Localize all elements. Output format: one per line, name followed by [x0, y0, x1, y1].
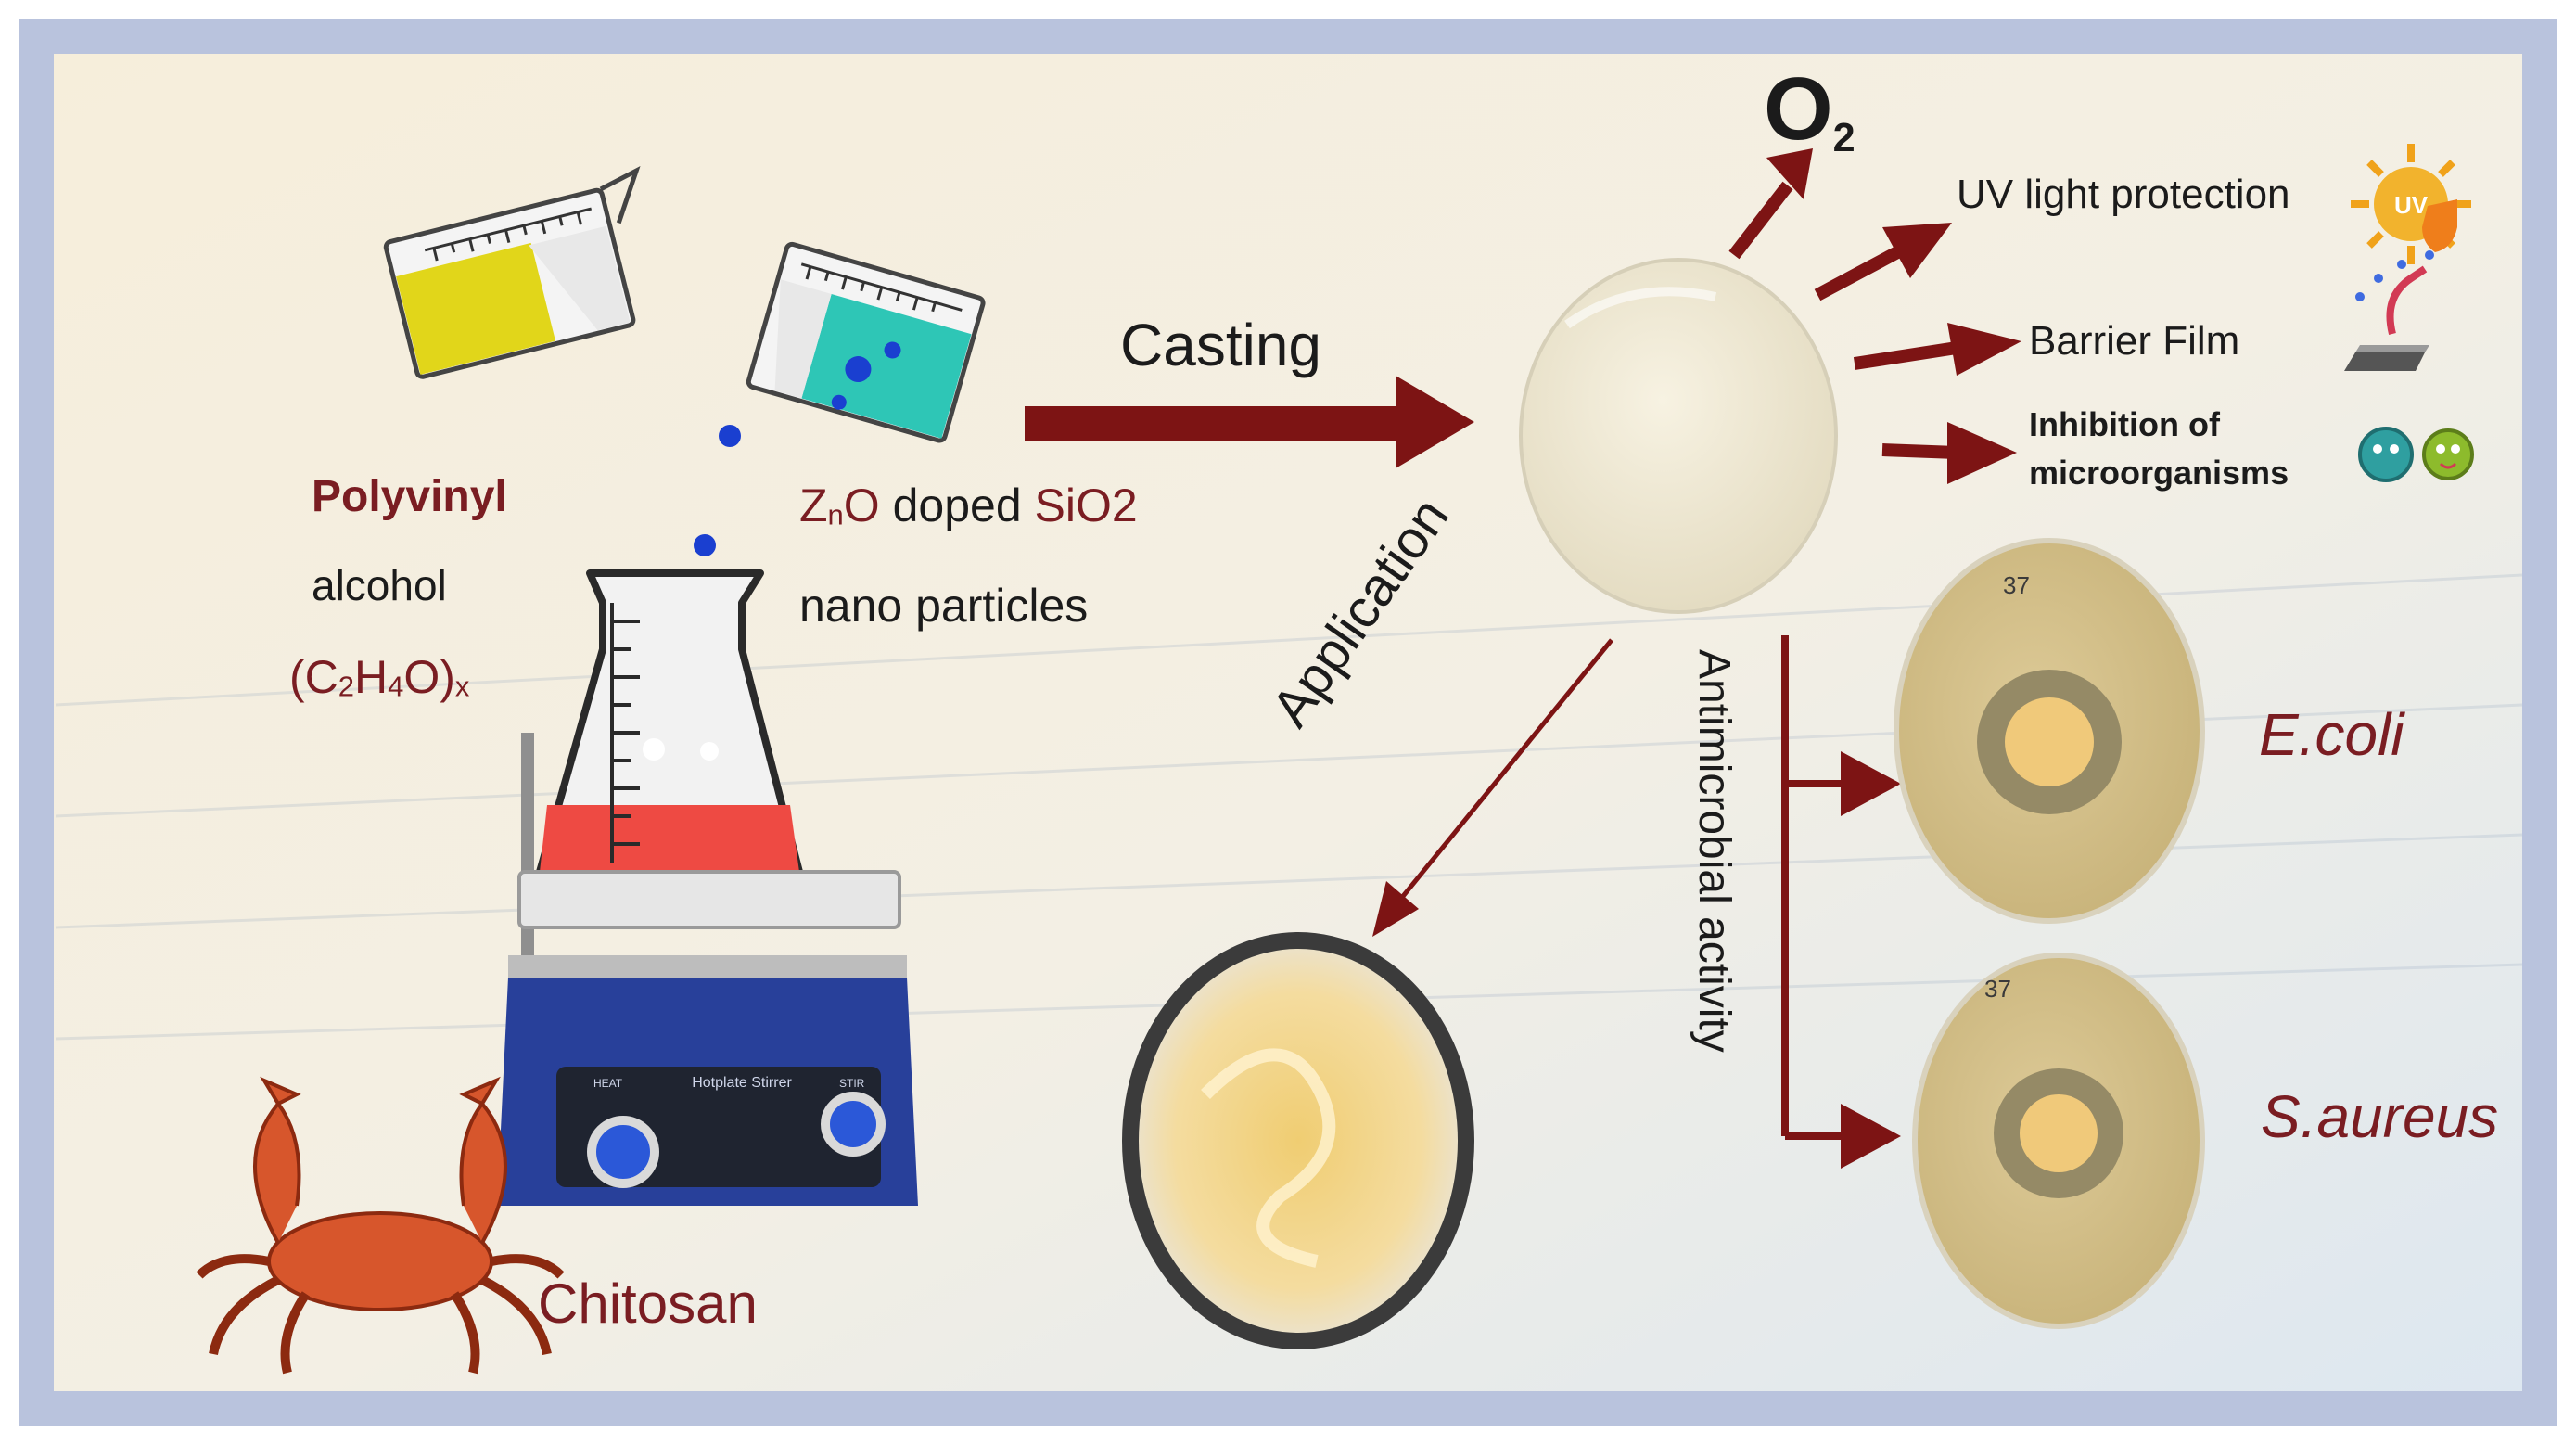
hotplate-brand-label: Hotplate Stirrer [692, 1075, 792, 1091]
barrier-film-icon [2344, 250, 2434, 371]
uv-badge: UV [2394, 191, 2429, 219]
inhibition-label-line2: microorganisms [2029, 454, 2289, 492]
heat-label: HEAT [593, 1077, 623, 1090]
application-arrow [1398, 638, 1613, 902]
petri-dish-icon: 37 [1894, 538, 2205, 924]
chitosan-label: Chitosan [538, 1272, 758, 1335]
oxygen-molecule-label: O2 [1764, 59, 1855, 160]
pva-name2-label: alcohol [312, 561, 447, 609]
casting-arrow [1025, 376, 1474, 468]
antimicrobial-arrows [1781, 635, 1901, 1169]
stir-label: STIR [839, 1077, 865, 1090]
dish-marking: 37 [2003, 571, 2030, 599]
dish-marking: 37 [1984, 975, 2011, 1003]
antimicrobial-label: Antimicrobial activity [1690, 649, 1739, 1053]
petri-dish-icon: 37 [1912, 953, 2205, 1329]
droplet [719, 425, 741, 447]
microbe-icon [2358, 427, 2474, 482]
pva-formula-label: (C2H4O)x [289, 651, 470, 703]
casting-label: Casting [1120, 312, 1321, 378]
property-arrows [1728, 148, 2021, 484]
saureus-label: S.aureus [2261, 1083, 2499, 1150]
uv-protection-label: UV light protection [1957, 172, 2290, 217]
erlenmeyer-flask-icon [536, 569, 803, 876]
barrier-film-label: Barrier Film [2029, 318, 2240, 364]
sun-shield-icon: UV [2351, 144, 2471, 264]
ecoli-label: E.coli [2259, 701, 2404, 768]
droplet [694, 534, 716, 556]
petri-dish-icon [1122, 932, 1474, 1349]
hotplate-stirrer-icon: Hotplate Stirrer HEAT STIR [497, 733, 918, 1206]
film-disc [1519, 258, 1838, 614]
graduated-cylinder-icon [383, 166, 641, 379]
graduated-cylinder-icon [746, 241, 986, 443]
pva-name-label: Polyvinyl [312, 472, 507, 521]
crab-icon [196, 1076, 565, 1375]
zno-sio2-label: ZnO doped SiO2 [799, 480, 1138, 531]
nano-particles-label: nano particles [799, 580, 1089, 632]
inhibition-label-line1: Inhibition of [2029, 405, 2220, 443]
